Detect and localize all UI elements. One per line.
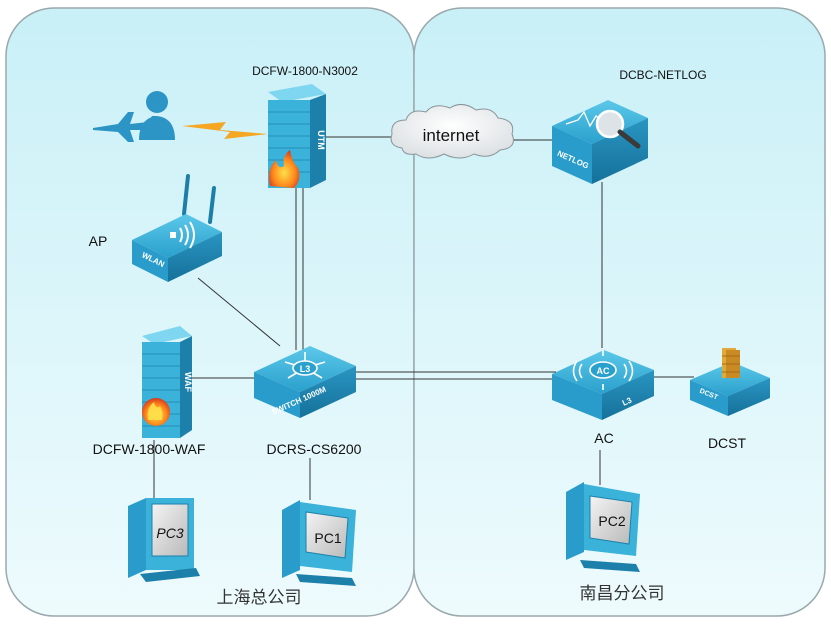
wifi-signal-icon <box>170 221 195 249</box>
stack-icon <box>722 348 740 378</box>
pc1-computer[interactable]: PC1 <box>282 500 356 586</box>
pc3-computer[interactable]: PC3 <box>128 498 200 582</box>
netlog-label: DCBC-NETLOG <box>619 68 706 82</box>
dcst-label: DCST <box>708 435 747 451</box>
dcst-device[interactable]: DCST <box>690 348 770 416</box>
utm-label: DCFW-1800-N3002 <box>252 64 358 78</box>
pc3-label: PC3 <box>156 525 183 541</box>
waf-label: DCFW-1800-WAF <box>93 441 206 457</box>
zone-right-label: 南昌分公司 <box>580 584 665 603</box>
pc2-computer[interactable]: PC2 <box>566 482 640 572</box>
person-icon <box>139 91 175 140</box>
ac-badge-bottom: L3 <box>621 395 634 407</box>
links <box>153 136 694 500</box>
switch-badge-top: L3 <box>300 364 311 374</box>
netlog-device[interactable]: NETLOG <box>552 100 648 184</box>
switch-label: DCRS-CS6200 <box>267 441 362 457</box>
magnifier-icon <box>595 109 641 149</box>
pc1-label: PC1 <box>314 530 341 546</box>
zone-right <box>413 7 826 617</box>
ac-controller[interactable]: AC L3 <box>552 350 654 420</box>
zone-left-label: 上海总公司 <box>217 588 302 607</box>
ac-signal-icon <box>572 350 634 390</box>
pc2-label: PC2 <box>598 513 625 529</box>
firewall-waf[interactable]: WAF <box>142 326 193 438</box>
link-ap-switch <box>197 277 281 347</box>
ac-label: AC <box>594 430 613 446</box>
firewall-utm[interactable]: UTM <box>268 84 326 188</box>
flame-icon <box>268 150 300 188</box>
internet-cloud[interactable]: internet <box>390 104 514 159</box>
switch-arrows-icon <box>284 352 326 379</box>
airplane-icon <box>93 112 156 142</box>
wlan-access-point[interactable]: WLAN <box>132 174 222 282</box>
flame-icon <box>142 398 170 426</box>
ac-badge-top: AC <box>597 366 610 376</box>
internet-label: internet <box>423 126 480 145</box>
waf-badge: WAF <box>183 372 193 392</box>
ap-label: AP <box>89 233 108 249</box>
utm-badge: UTM <box>316 130 326 150</box>
lightning-bolt-icon <box>182 122 268 139</box>
